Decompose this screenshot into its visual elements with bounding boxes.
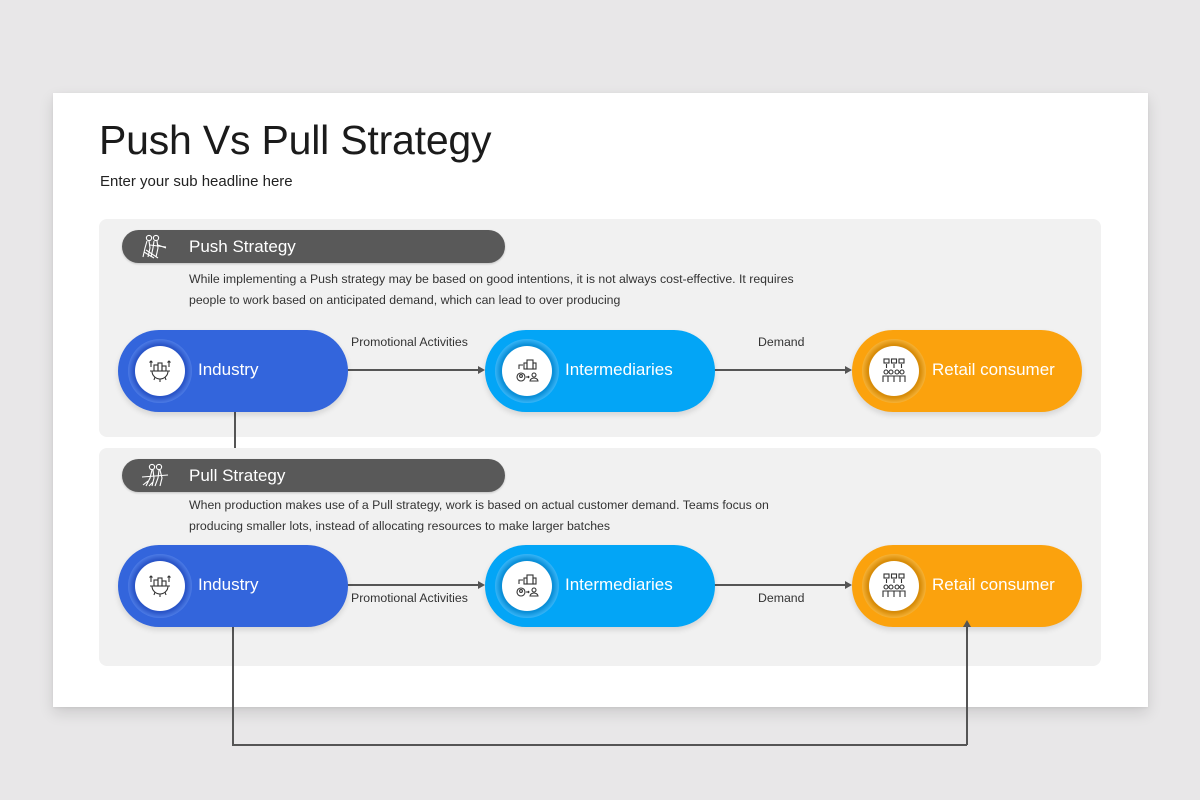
push-strategy-title: Push Strategy (189, 237, 296, 256)
consumers-icon (869, 346, 919, 396)
connector-line (714, 369, 846, 371)
node-label: Industry (198, 360, 259, 379)
connector-line (714, 584, 846, 586)
description-line: When production makes use of a Pull stra… (189, 498, 769, 512)
intermediaries-icon (502, 561, 552, 611)
connector-label-promotional: Promotional Activities (351, 591, 468, 605)
page-subtitle: Enter your sub headline here (100, 173, 293, 190)
industry-gear-icon (135, 561, 185, 611)
node-label: Industry (198, 575, 259, 594)
push-strategy-description: While implementing a Push strategy may b… (189, 269, 829, 311)
node-industry[interactable]: Industry (118, 545, 348, 627)
push-strategy-panel: Push Strategy While implementing a Push … (99, 219, 1101, 521)
connector-line (966, 626, 968, 745)
node-industry[interactable]: Industry (118, 330, 348, 412)
node-label: Retail consumer (932, 360, 1055, 379)
pull-strategy-title: Pull Strategy (189, 466, 286, 485)
people-pushing-icon (140, 234, 170, 260)
node-label: Intermediaries (565, 360, 673, 379)
push-strategy-header: Push Strategy (122, 230, 505, 263)
arrow-head-icon (845, 366, 852, 374)
arrow-head-icon (478, 581, 485, 589)
connector-label-promotional: Promotional Activities (351, 335, 468, 349)
connector-line (232, 744, 967, 746)
node-retail-consumer[interactable]: Retail consumer (852, 330, 1082, 412)
pull-strategy-panel: Pull Strategy When production makes use … (99, 448, 1101, 746)
node-intermediaries[interactable]: Intermediaries (485, 330, 715, 412)
node-intermediaries[interactable]: Intermediaries (485, 545, 715, 627)
description-line: producing smaller lots, instead of alloc… (189, 519, 611, 533)
description-line: While implementing a Push strategy may b… (189, 272, 794, 286)
connector-line (347, 584, 479, 586)
slide: Push Vs Pull Strategy Enter your sub hea… (53, 93, 1148, 746)
arrow-head-icon (963, 620, 971, 627)
page-title: Push Vs Pull Strategy (99, 117, 492, 163)
description-line: people to work based on anticipated dema… (189, 293, 621, 307)
node-label: Intermediaries (565, 575, 673, 594)
arrow-head-icon (845, 581, 852, 589)
node-label: Retail consumer (932, 575, 1055, 594)
people-pulling-icon (140, 463, 170, 489)
connector-label-demand: Demand (758, 591, 805, 605)
pull-strategy-header: Pull Strategy (122, 459, 505, 492)
connector-line (232, 626, 234, 745)
connector-line (347, 369, 479, 371)
intermediaries-icon (502, 346, 552, 396)
industry-gear-icon (135, 346, 185, 396)
consumers-icon (869, 561, 919, 611)
arrow-head-icon (478, 366, 485, 374)
pull-strategy-description: When production makes use of a Pull stra… (189, 495, 829, 537)
node-retail-consumer[interactable]: Retail consumer (852, 545, 1082, 627)
connector-label-demand: Demand (758, 335, 805, 349)
